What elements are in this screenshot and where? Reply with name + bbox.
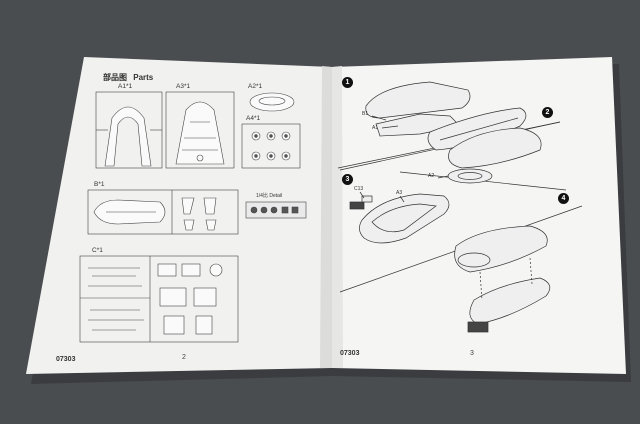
sprue-frames <box>79 91 307 343</box>
parts-header-en: Parts <box>133 73 154 82</box>
sprue-b-frame <box>87 189 239 235</box>
callout-a1: A1 <box>372 125 379 131</box>
right-page-number: 3 <box>470 350 474 357</box>
sprue-a3-frame <box>165 91 235 169</box>
sprue-c-frame <box>79 255 239 343</box>
step-2-drawing <box>447 127 542 184</box>
left-footer-code: 07303 <box>56 356 76 363</box>
sprue-a3-label: A3*1 <box>176 83 191 90</box>
callout-c13: C13 <box>354 186 364 192</box>
right-page <box>332 57 626 374</box>
right-footer-code: 07303 <box>340 350 360 357</box>
callout-a3: A3 <box>396 190 403 196</box>
detail-label: 1/4比 Detail <box>256 193 283 199</box>
sprue-a4-label: A4*1 <box>246 115 261 122</box>
sprue-b-label: B*1 <box>94 181 105 188</box>
step-1-badge: 1 <box>342 77 353 88</box>
sprue-c-label: C*1 <box>92 247 103 254</box>
step-3-badge: 3 <box>342 174 353 185</box>
left-page-number: 2 <box>182 354 186 361</box>
sprue-a2-label: A2*1 <box>248 83 263 90</box>
callout-a2: A2 <box>428 173 435 179</box>
sprue-a1-label: A1*1 <box>118 83 133 90</box>
step-1-drawing <box>365 81 527 151</box>
step-4-badge: 4 <box>558 193 569 204</box>
sprue-a4-frame <box>241 123 301 169</box>
step-4-drawing <box>454 225 551 333</box>
callout-b1: B1 <box>362 111 369 117</box>
sprue-a2-part <box>249 92 295 112</box>
step-3-drawing <box>349 193 450 244</box>
step-2-badge: 2 <box>542 107 553 118</box>
parts-header-cn: 部品图 <box>103 73 127 82</box>
